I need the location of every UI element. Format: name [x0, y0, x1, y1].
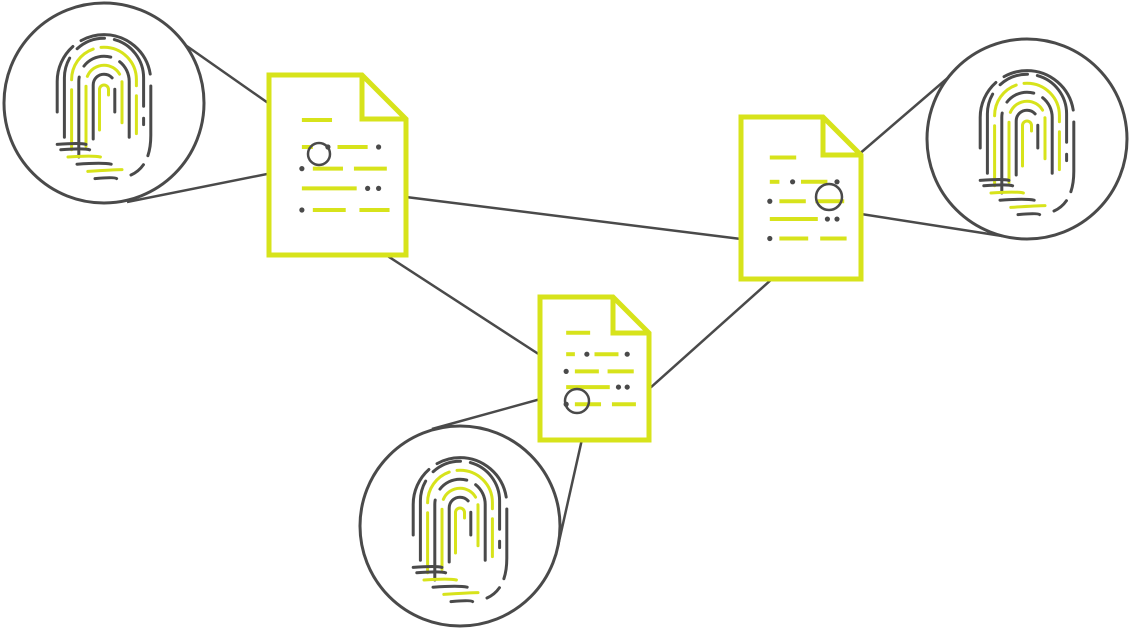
- document-text-dot: [824, 216, 830, 222]
- connection-line-doc-1-doc-3: [385, 253, 541, 357]
- fingerprint-ridge: [978, 178, 1011, 182]
- document-text-dot: [299, 166, 305, 172]
- fingerprint-icon: [978, 69, 1076, 217]
- document-icon: [537, 294, 652, 443]
- fingerprint-ridge: [86, 168, 124, 173]
- magnifier-circle: [925, 37, 1129, 241]
- document-text-dot: [584, 351, 590, 357]
- fingerprint-ridge: [411, 456, 509, 600]
- fingerprint-ridge: [982, 183, 1015, 188]
- fingerprint-ridge: [426, 468, 494, 575]
- fingerprint-icon: [55, 33, 153, 181]
- document-icon: [738, 114, 864, 282]
- document-text-dot: [834, 179, 840, 185]
- document-connections: [385, 195, 773, 390]
- fingerprint-icon: [411, 456, 509, 604]
- fingerprint-ridge: [59, 147, 92, 152]
- fingerprint-ridge: [431, 584, 469, 589]
- document-text-dot: [767, 198, 773, 204]
- document-fold: [610, 297, 649, 336]
- fingerprint-ridge: [91, 72, 117, 141]
- fingerprint-ridge: [1007, 99, 1047, 184]
- fingerprint-ridge: [415, 570, 448, 575]
- document-text-dot: [624, 384, 630, 390]
- fingerprint-ridge: [1016, 212, 1042, 217]
- magnifier-focus-ring: [814, 182, 844, 212]
- fingerprint-ridge: [70, 45, 138, 152]
- connection-line-doc-3-doc-2: [648, 278, 773, 390]
- fingerprint-ridge: [440, 486, 480, 571]
- magnifier-circle: [358, 424, 562, 628]
- fingerprint-ridge: [93, 176, 119, 181]
- fingerprint-ridge: [447, 495, 473, 564]
- fingerprint-ridge: [978, 69, 1076, 213]
- fingerprint-ridge: [1000, 90, 1054, 195]
- fingerprint-ridge: [1014, 108, 1040, 177]
- magnifier-focus-ring: [563, 387, 591, 415]
- document-text-dot: [834, 216, 840, 222]
- fingerprint-ridge: [84, 63, 124, 148]
- fingerprint-ridge: [449, 599, 475, 604]
- document-text-dot: [624, 351, 630, 357]
- fingerprint-ridge: [66, 154, 102, 159]
- fingerprint-ridge: [98, 83, 110, 132]
- document-text-dot: [615, 384, 622, 390]
- magnifier-focus-ring: [306, 141, 332, 167]
- fingerprint-ridge: [75, 161, 113, 166]
- document-outline: [266, 72, 409, 258]
- magnifier-1: [2, 1, 206, 205]
- document-text-dot: [376, 185, 382, 191]
- fingerprint-ridge: [998, 197, 1036, 202]
- document-text-dot: [365, 185, 371, 191]
- document-icon: [266, 72, 409, 258]
- document-text-dot: [790, 179, 796, 185]
- document-text-dot: [299, 207, 305, 213]
- magnifier-callouts: [126, 40, 1003, 547]
- document-outline: [537, 294, 652, 443]
- fingerprint-ridge: [433, 477, 487, 582]
- fingerprint-ridge: [422, 577, 458, 582]
- fingerprint-ridge: [418, 459, 502, 562]
- document-text-dot: [767, 235, 773, 242]
- fingerprint-ridge: [442, 591, 480, 596]
- fingerprint-ridge: [55, 142, 88, 146]
- documents: [266, 72, 864, 443]
- fingerprint-ridge: [62, 36, 146, 139]
- connection-line-doc-1-doc-2: [405, 195, 742, 241]
- fingerprint-ridge: [989, 190, 1025, 195]
- fingerprint-ridge: [454, 506, 466, 555]
- fingerprint-ridge: [77, 54, 131, 159]
- fingerprint-ridge: [985, 72, 1069, 175]
- fingerprint-ridge: [411, 565, 444, 569]
- document-text-dot: [563, 368, 569, 374]
- fingerprint-ridge: [993, 81, 1061, 188]
- document-fold: [820, 117, 861, 158]
- fingerprint-ridge: [55, 33, 153, 177]
- magnifier-circle: [2, 1, 206, 205]
- magnifier-3: [358, 424, 562, 628]
- fingerprint-ridge: [1009, 204, 1047, 209]
- document-text-dot: [376, 144, 382, 150]
- fingerprint-ridge: [1021, 119, 1033, 168]
- magnifier-2: [925, 37, 1129, 241]
- document-fold: [359, 75, 406, 122]
